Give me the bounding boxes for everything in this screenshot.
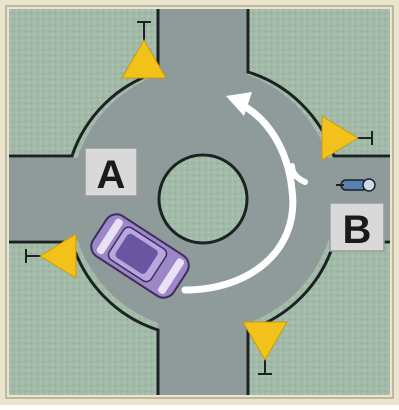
- label-a-box: A: [85, 148, 137, 197]
- label-b: B: [343, 208, 372, 252]
- label-a: A: [97, 153, 126, 197]
- central-island: [159, 155, 247, 243]
- label-b-box: B: [330, 203, 384, 252]
